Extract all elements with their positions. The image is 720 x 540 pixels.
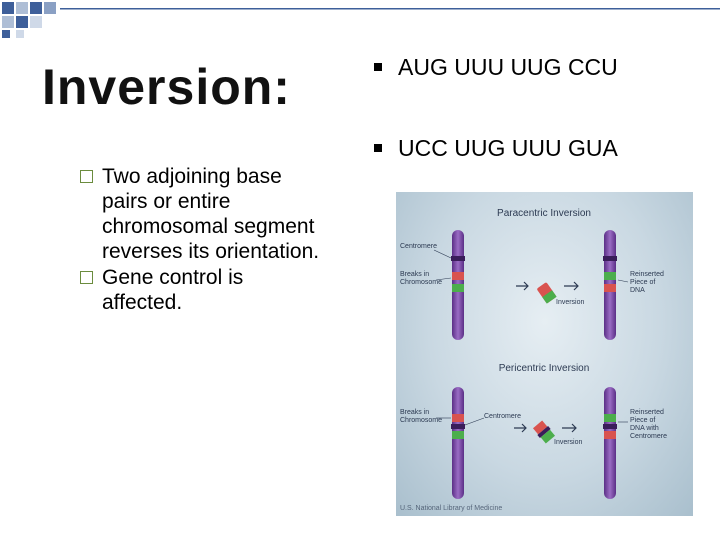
bullet-line: Two adjoining base (102, 165, 282, 188)
bullet-item: Two adjoining base pairs or entire chrom… (80, 164, 370, 264)
codon-sequence-item: UCC UUG UUU GUA (372, 133, 618, 163)
breaks-label: Breaks in (400, 271, 429, 278)
square-bullet-icon (374, 63, 382, 71)
square-bullet-icon (374, 144, 382, 152)
inverted-segment-bottom (532, 420, 556, 444)
slide-title: Inversion: (42, 59, 291, 115)
codon-sequence-item: AUG UUU UUG CCU (372, 52, 618, 82)
inverted-segment-top (537, 282, 557, 304)
centromere-label: Centromere (484, 413, 521, 420)
bullet-line: pairs or entire (102, 190, 231, 213)
reinserted-label: Piece of (630, 417, 655, 424)
chromosome-original-bottom (451, 387, 465, 499)
paracentric-title: Paracentric Inversion (497, 208, 591, 219)
codon-sequence-text: UCC UUG UUU GUA (398, 135, 618, 161)
breaks-label: Chromosome (400, 417, 442, 424)
chromosome-result-bottom (603, 387, 617, 499)
arrow-icon (514, 423, 527, 433)
reinserted-label: Centromere (630, 433, 667, 440)
codon-sequence-text: AUG UUU UUG CCU (398, 54, 618, 80)
inversion-diagram: Paracentric Inversion Pericentric Invers… (396, 192, 693, 516)
bullet-line: reverses its orientation. (102, 240, 320, 263)
decorative-corner-squares (2, 2, 720, 38)
reinserted-label: Piece of (630, 279, 655, 286)
inversion-label: Inversion (554, 439, 583, 446)
arrow-icon (516, 281, 529, 291)
bullet-item: Gene control is affected. (80, 265, 370, 315)
bullet-line: affected. (102, 291, 183, 314)
image-credit: U.S. National Library of Medicine (400, 505, 502, 512)
centromere-label: Centromere (400, 243, 437, 250)
checkbox-bullet-icon (80, 271, 93, 284)
arrow-icon (564, 281, 579, 291)
chromosome-result-top (603, 230, 617, 340)
inversion-label: Inversion (556, 299, 585, 306)
chromosome-original-top (451, 230, 465, 340)
checkbox-bullet-icon (80, 170, 93, 183)
breaks-label: Chromosome (400, 279, 442, 286)
bullet-line: Gene control is (102, 266, 244, 289)
pericentric-title: Pericentric Inversion (499, 363, 590, 374)
left-bullet-list: Two adjoining base pairs or entire chrom… (80, 164, 370, 316)
reinserted-label: DNA (630, 287, 645, 294)
arrow-icon (562, 423, 577, 433)
reinserted-label: Reinserted (630, 271, 664, 278)
reinserted-label: Reinserted (630, 409, 664, 416)
breaks-label: Breaks in (400, 409, 429, 416)
reinserted-label: DNA with (630, 425, 659, 432)
bullet-line: chromosomal segment (102, 215, 315, 238)
